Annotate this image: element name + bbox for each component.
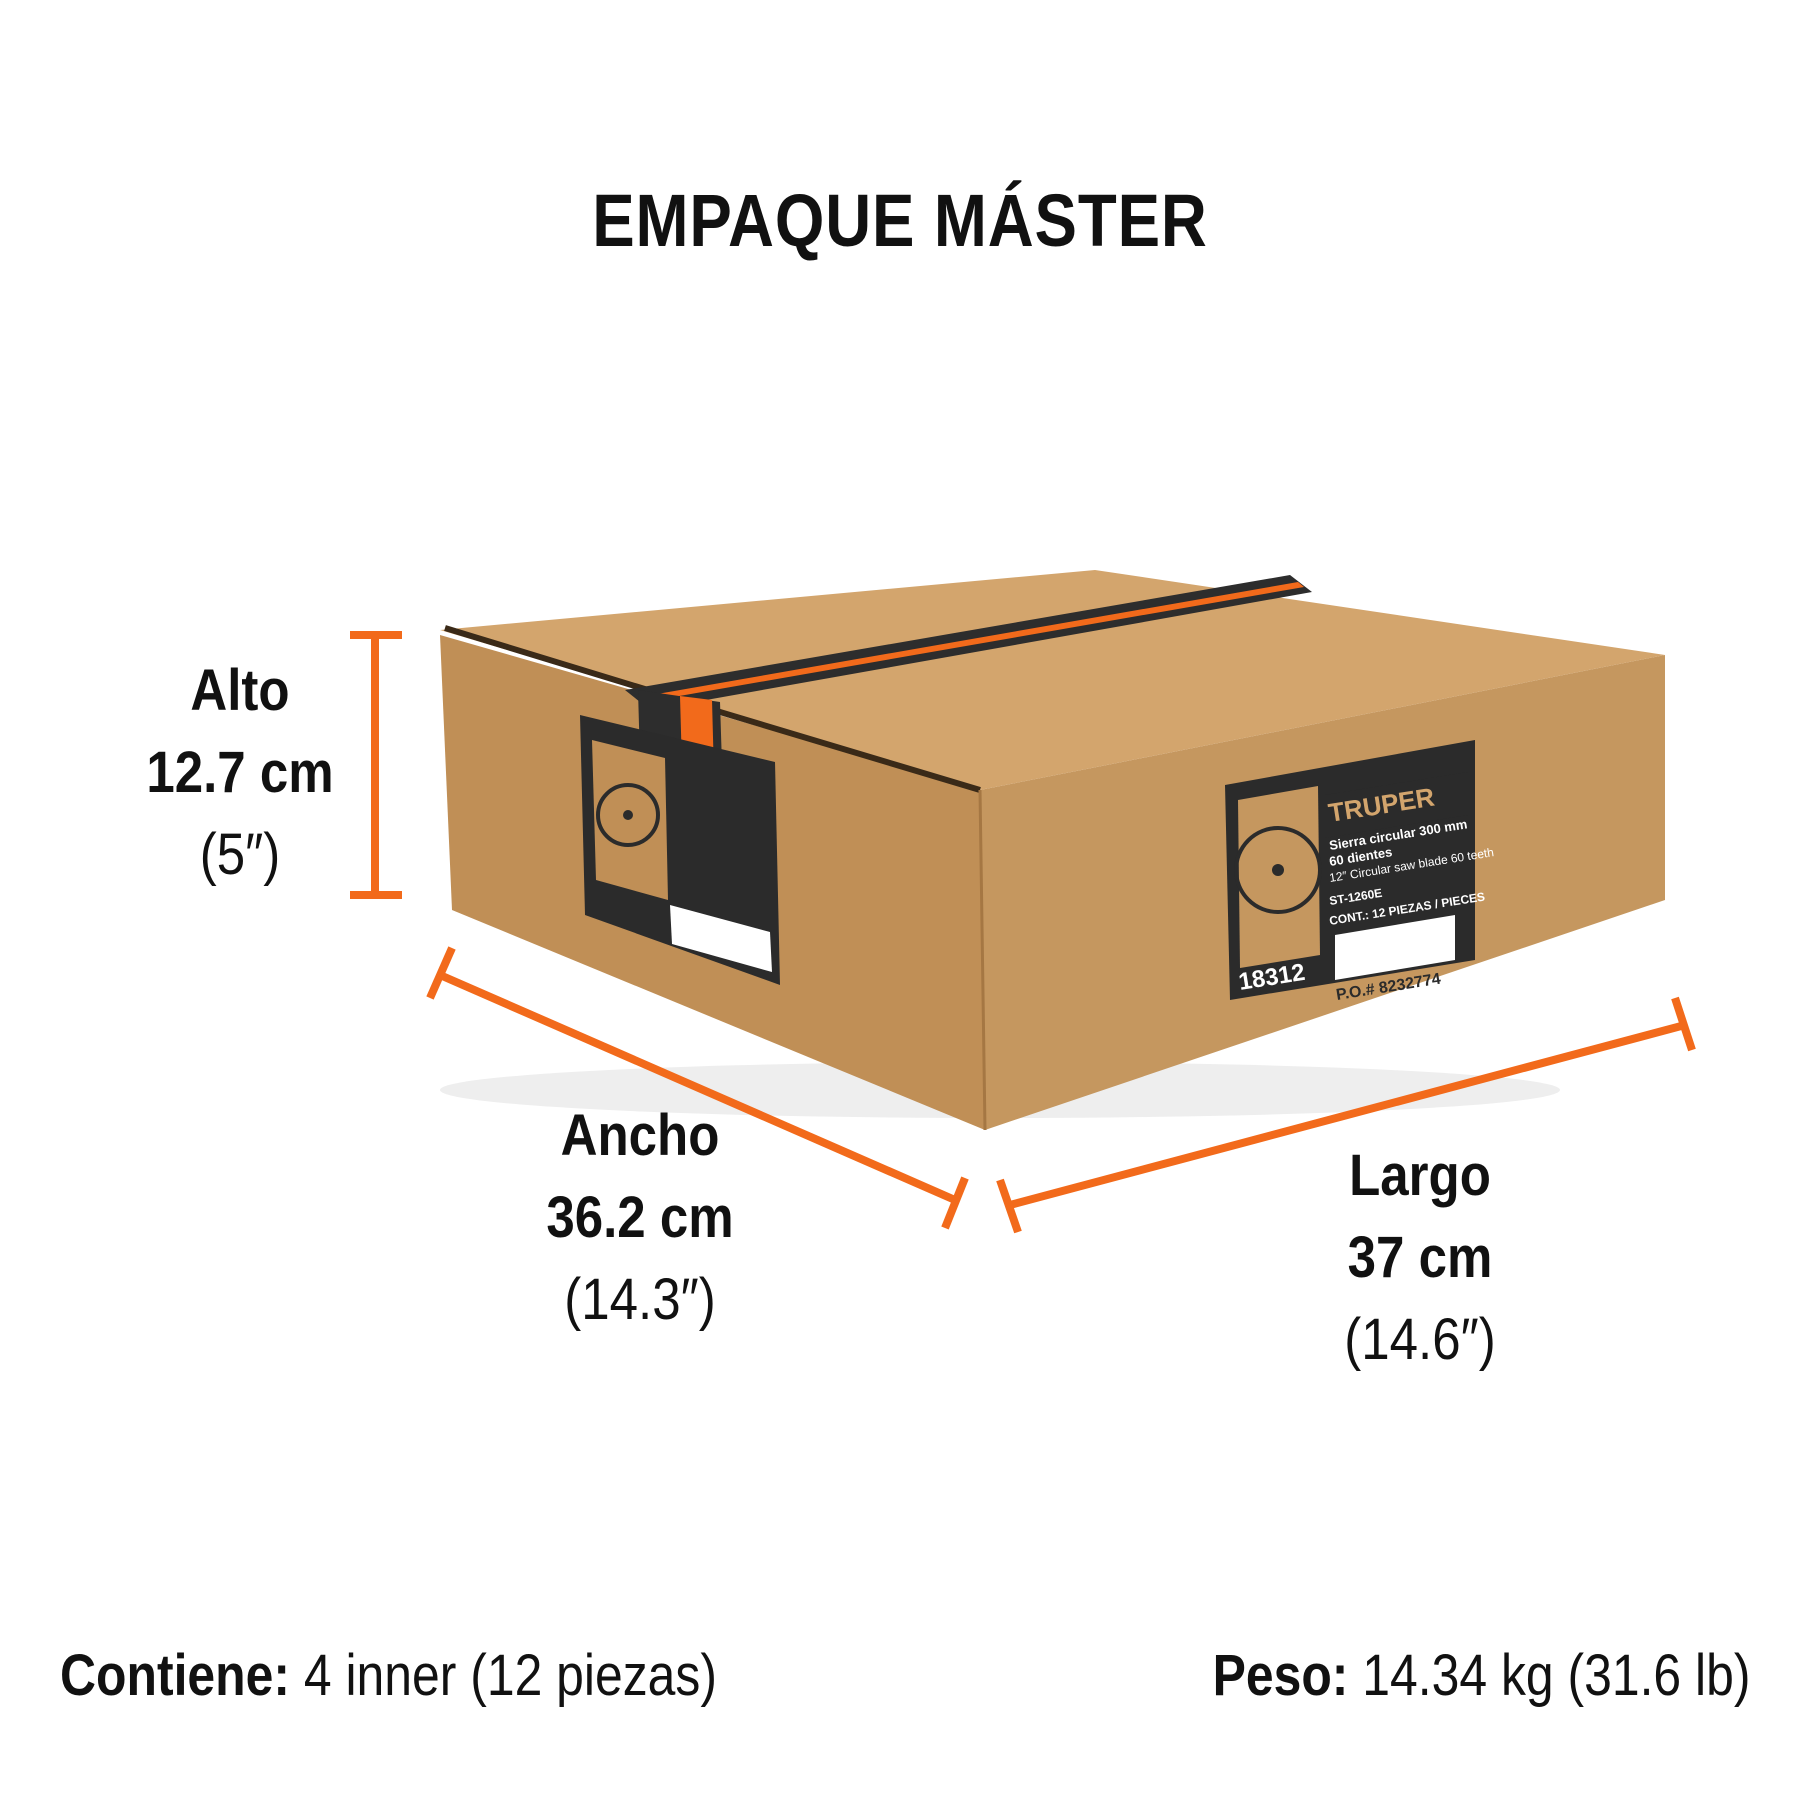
- side-label: TRUPER Sierra circular 300 mm 60 dientes…: [1225, 740, 1495, 1004]
- ancho-imperial: (14.3″): [564, 1267, 716, 1332]
- barcode-icon: [1335, 915, 1455, 980]
- box-top-face: [440, 570, 1665, 790]
- front-label: [580, 715, 780, 985]
- saw-blade-icon: [1234, 826, 1322, 914]
- peso-value: 14.34 kg (31.6 lb): [1347, 1643, 1750, 1708]
- box-edge: [978, 789, 987, 1131]
- alto-label: Alto: [190, 658, 290, 723]
- alto-imperial: (5″): [199, 822, 281, 887]
- alto-metric: 12.7 cm: [146, 740, 334, 805]
- spec-peso: Peso: 14.34 kg (31.6 lb): [1212, 1642, 1750, 1709]
- saw-blade-icon: [596, 783, 660, 847]
- barcode-icon: [670, 905, 772, 972]
- contiene-label: Contiene:: [60, 1643, 290, 1708]
- page-title: EMPAQUE MÁSTER: [592, 179, 1208, 262]
- largo-line: [1008, 1021, 1687, 1209]
- dimension-alto: Alto 12.7 cm (5″): [117, 650, 363, 896]
- ancho-label: Ancho: [560, 1103, 720, 1168]
- tape-stripe: [640, 582, 1304, 702]
- peso-label: Peso:: [1212, 1643, 1348, 1708]
- dimension-ancho: Ancho 36.2 cm (14.3″): [508, 1095, 772, 1341]
- largo-imperial: (14.6″): [1344, 1307, 1496, 1372]
- dimension-largo: Largo 37 cm (14.6″): [1288, 1135, 1552, 1381]
- contiene-value: 4 inner (12 piezas): [289, 1643, 717, 1708]
- ancho-line: [438, 971, 957, 1204]
- largo-metric: 37 cm: [1347, 1225, 1493, 1290]
- ancho-metric: 36.2 cm: [546, 1185, 734, 1250]
- spec-contiene: Contiene: 4 inner (12 piezas): [60, 1642, 717, 1709]
- dimension-line-icon: [350, 631, 1696, 1234]
- largo-label: Largo: [1349, 1143, 1491, 1208]
